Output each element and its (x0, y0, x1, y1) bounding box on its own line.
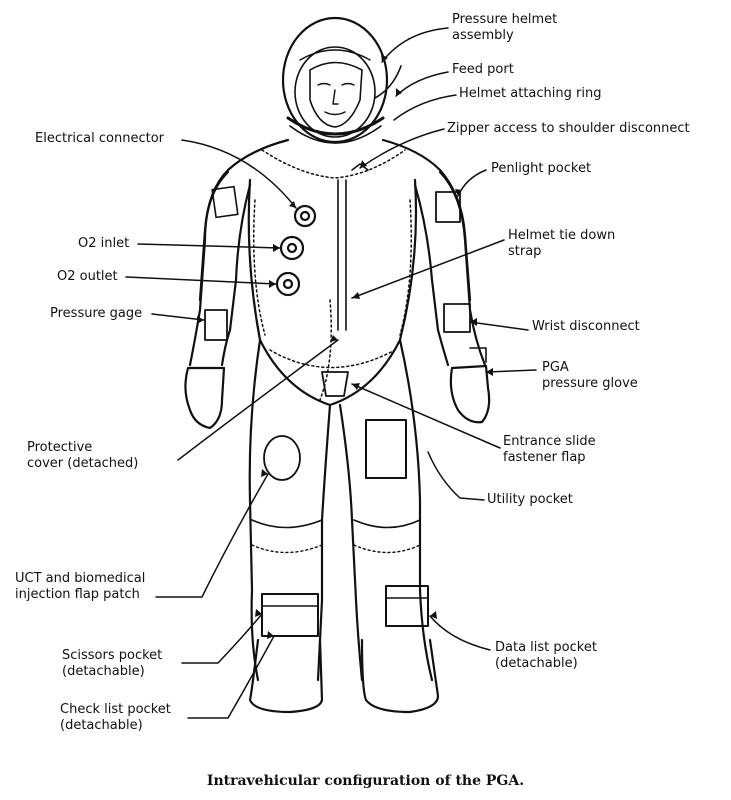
label-data-list-pocket: Data list pocket (detachable) (495, 640, 597, 672)
electrical-connector-shape (295, 206, 315, 226)
label-line: Electrical connector (35, 131, 164, 147)
label-line: Pressure helmet (452, 12, 557, 28)
label-line: (detachable) (60, 718, 171, 734)
left-arm (190, 172, 250, 365)
right-arm (415, 172, 485, 365)
label-utility-pocket: Utility pocket (487, 492, 573, 508)
label-helmet-tie: Helmet tie down strap (508, 228, 615, 260)
left-glove (185, 368, 224, 428)
label-line: Scissors pocket (62, 648, 162, 664)
figure-caption: Intravehicular configuration of the PGA. (0, 773, 731, 789)
label-line: Zipper access to shoulder disconnect (447, 121, 690, 137)
utility-pocket-shape (366, 420, 406, 478)
label-o2-outlet: O2 outlet (57, 269, 118, 285)
label-line: Data list pocket (495, 640, 597, 656)
torso (200, 140, 470, 405)
label-line: fastener flap (503, 450, 596, 466)
label-uct-patch: UCT and biomedical injection flap patch (15, 571, 145, 603)
helmet-tie-strap (338, 180, 346, 330)
helmet-ring (288, 118, 383, 134)
o2-inlet-shape (281, 237, 303, 259)
label-line: Feed port (452, 62, 514, 78)
scissors-pocket-shape (262, 594, 318, 636)
label-helmet-ring: Helmet attaching ring (459, 86, 601, 102)
label-zipper-access: Zipper access to shoulder disconnect (447, 121, 690, 137)
label-line: O2 outlet (57, 269, 118, 285)
label-line: injection flap patch (15, 587, 145, 603)
label-wrist-disconnect: Wrist disconnect (532, 319, 640, 335)
label-feed-port: Feed port (452, 62, 514, 78)
label-scissors-pocket: Scissors pocket (detachable) (62, 648, 162, 680)
label-entrance-flap: Entrance slide fastener flap (503, 434, 596, 466)
label-electrical-connector: Electrical connector (35, 131, 164, 147)
label-o2-inlet: O2 inlet (78, 236, 129, 252)
o2-outlet-shape (277, 273, 299, 295)
face (310, 63, 362, 128)
left-boot (250, 640, 322, 712)
label-line: cover (detached) (27, 456, 138, 472)
label-line: Wrist disconnect (532, 319, 640, 335)
label-line: Penlight pocket (491, 161, 591, 177)
label-line: Entrance slide (503, 434, 596, 450)
label-line: PGA (542, 360, 638, 376)
label-line: Pressure gage (50, 306, 142, 322)
label-line: pressure glove (542, 376, 638, 392)
label-line: Protective (27, 440, 138, 456)
label-penlight-pocket: Penlight pocket (491, 161, 591, 177)
label-line: Check list pocket (60, 702, 171, 718)
label-protective-cover: Protective cover (detached) (27, 440, 138, 472)
label-pressure-helmet: Pressure helmet assembly (452, 12, 557, 44)
pressure-gage-shape (205, 310, 227, 340)
label-line: UCT and biomedical (15, 571, 145, 587)
label-line: (detachable) (495, 656, 597, 672)
uct-patch-shape (264, 436, 300, 480)
label-pga-glove: PGA pressure glove (542, 360, 638, 392)
label-line: (detachable) (62, 664, 162, 680)
label-pressure-gage: Pressure gage (50, 306, 142, 322)
label-line: Helmet attaching ring (459, 86, 601, 102)
right-leg (340, 340, 432, 680)
label-line: assembly (452, 28, 557, 44)
label-line: Utility pocket (487, 492, 573, 508)
right-glove (451, 366, 489, 422)
label-line: strap (508, 244, 615, 260)
label-line: O2 inlet (78, 236, 129, 252)
label-check-list-pocket: Check list pocket (detachable) (60, 702, 171, 734)
label-line: Helmet tie down (508, 228, 615, 244)
